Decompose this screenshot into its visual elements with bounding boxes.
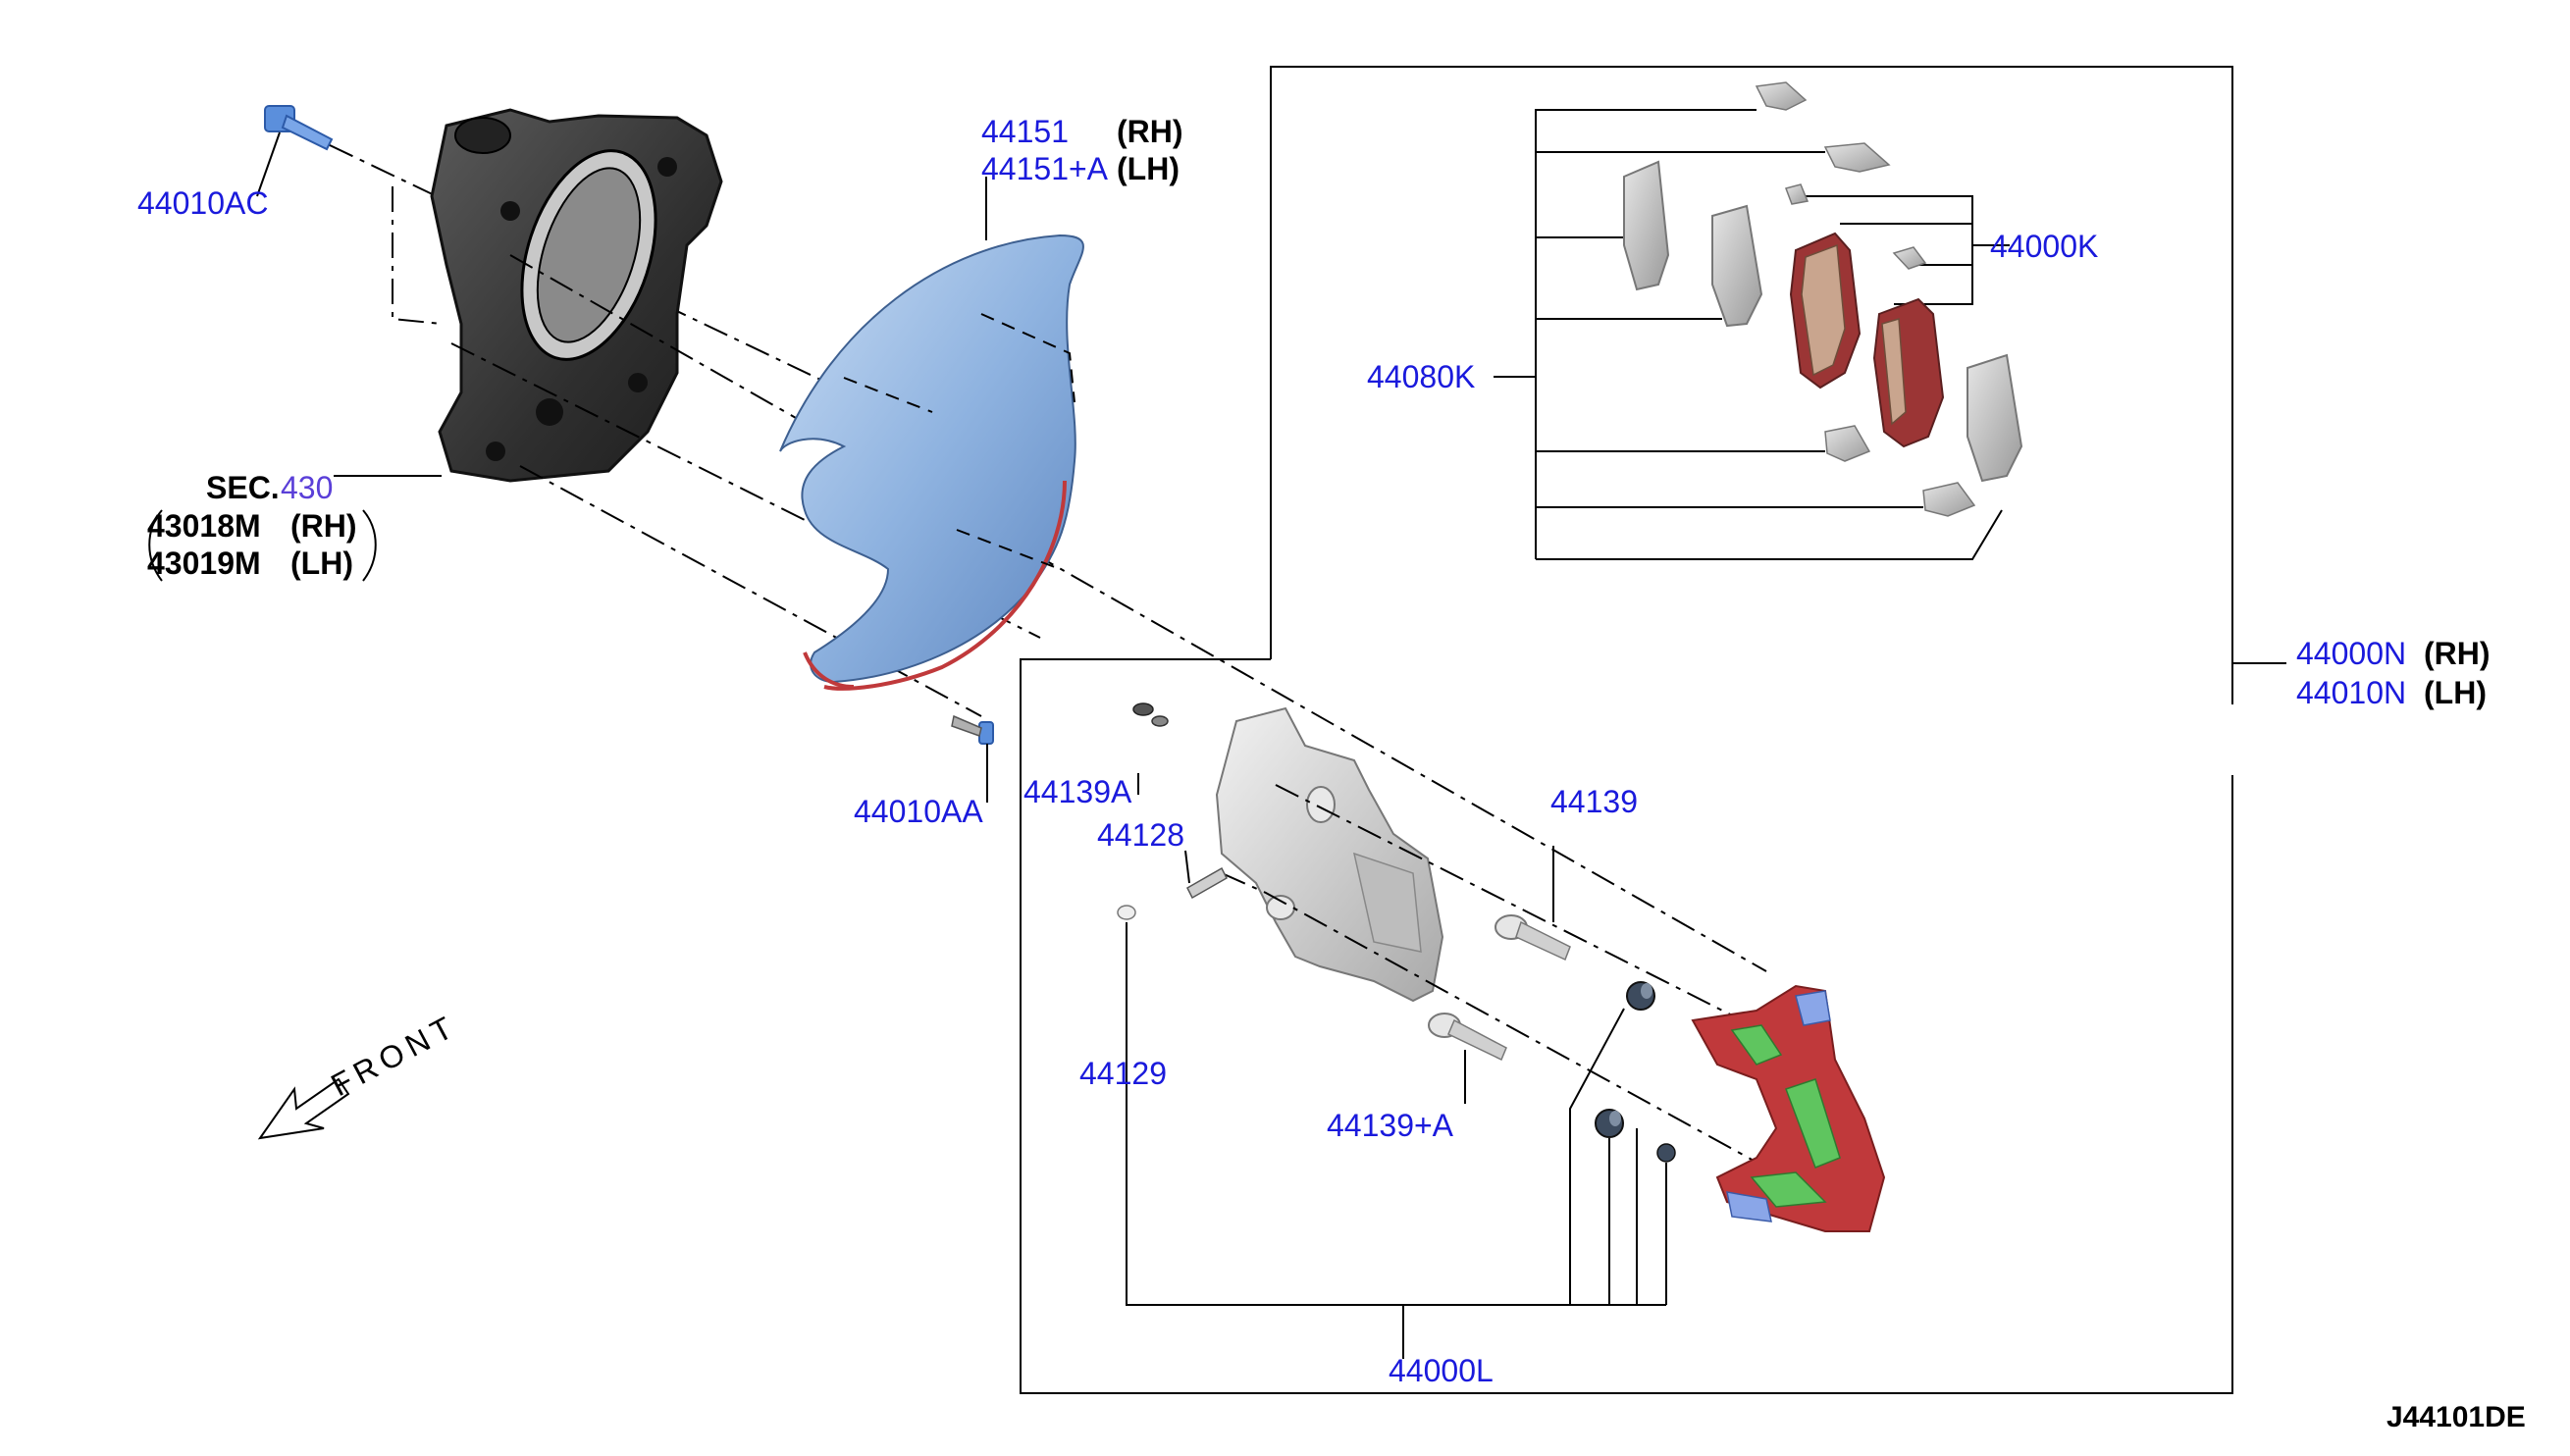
label-shield-rh: 44151 bbox=[981, 114, 1069, 149]
bolt-44010ac[interactable] bbox=[256, 105, 334, 197]
guide-pin-bolt-lower[interactable] bbox=[1428, 1013, 1507, 1062]
knuckle-axis-line-2 bbox=[519, 465, 982, 717]
knuckle-bracket-right bbox=[362, 509, 377, 582]
pin-boot-small-parts[interactable] bbox=[1132, 702, 1169, 727]
bleeder-cap[interactable] bbox=[1117, 905, 1136, 920]
label-shield-lh: 44151+A bbox=[981, 151, 1109, 186]
shield-guide-1 bbox=[980, 313, 1075, 403]
label-knuckle-lh: 43019M bbox=[147, 546, 261, 581]
pad-clip-5[interactable] bbox=[1824, 425, 1871, 462]
pad-clip-2[interactable] bbox=[1823, 142, 1891, 173]
guide-pin-bolt-upper[interactable] bbox=[1495, 914, 1571, 962]
pad-clip-3[interactable] bbox=[1785, 183, 1809, 205]
label-sec-prefix: SEC. bbox=[206, 470, 280, 505]
pin-boot-lower[interactable] bbox=[1595, 1109, 1624, 1138]
pad-shim-outer-2[interactable] bbox=[1711, 204, 1763, 328]
label-assy-rh-side: (RH) bbox=[2424, 636, 2491, 671]
label-assy-lh-side: (LH) bbox=[2424, 675, 2487, 710]
brake-pad-outer[interactable] bbox=[1789, 232, 1862, 390]
brake-pad-inner[interactable] bbox=[1872, 297, 1945, 448]
label-shield-rh-side: (RH) bbox=[1117, 114, 1183, 149]
pad-shim-inner[interactable] bbox=[1967, 353, 2023, 483]
bleeder-screw[interactable] bbox=[1186, 866, 1228, 900]
label-pin-bolt: 44139 bbox=[1550, 784, 1638, 819]
seal-kit-leaders bbox=[1402, 1008, 1667, 1359]
label-shim-kit: 44080K bbox=[1367, 359, 1475, 394]
label-sec-number: 430 bbox=[281, 470, 333, 505]
label-pad-kit: 44000K bbox=[1990, 229, 2098, 264]
shield-guide-3 bbox=[956, 529, 1061, 570]
brake-caliper[interactable] bbox=[1215, 706, 1444, 1003]
label-pin-boot: 44139A bbox=[1023, 774, 1132, 809]
label-pin-bolt-b: 44139+A bbox=[1327, 1108, 1454, 1143]
pin-boot-upper[interactable] bbox=[1626, 981, 1655, 1011]
label-diagram-code: J44101DE bbox=[2386, 1401, 2526, 1433]
label-knuckle-rh: 43018M bbox=[147, 508, 261, 544]
label-bleeder: 44128 bbox=[1097, 817, 1184, 853]
label-front: FRONT bbox=[325, 1008, 463, 1104]
label-cap: 44129 bbox=[1079, 1056, 1167, 1091]
knuckle-bracket-left bbox=[148, 509, 163, 582]
pad-shim-outer-1[interactable] bbox=[1623, 160, 1670, 291]
bolt-44010aa[interactable] bbox=[951, 714, 994, 803]
shield-guide-2 bbox=[843, 377, 933, 413]
label-shield-lh-side: (LH) bbox=[1117, 151, 1180, 186]
label-bolt-44010ac: 44010AC bbox=[137, 185, 268, 221]
dust-shield[interactable] bbox=[779, 234, 1084, 691]
pad-clip-1[interactable] bbox=[1755, 81, 1808, 111]
caliper-bracket[interactable] bbox=[1691, 984, 1886, 1232]
label-assy-lh: 44010N bbox=[2296, 675, 2406, 710]
pin-sleeve[interactable] bbox=[1656, 1143, 1676, 1163]
label-knuckle-lh-side: (LH) bbox=[290, 546, 353, 581]
knuckle-axis-line-1 bbox=[450, 342, 1041, 639]
label-assy-rh: 44000N bbox=[2296, 636, 2406, 671]
caliper-axis-lower bbox=[1221, 872, 1767, 1169]
label-knuckle-rh-side: (RH) bbox=[290, 508, 357, 544]
label-seal-kit: 44000L bbox=[1389, 1353, 1494, 1388]
label-bolt-44010aa: 44010AA bbox=[854, 794, 983, 829]
pad-clip-6[interactable] bbox=[1922, 482, 1976, 517]
steering-knuckle[interactable] bbox=[430, 108, 723, 483]
bleeder-leader bbox=[1184, 850, 1190, 884]
front-arrow bbox=[257, 1077, 350, 1140]
pad-clip-4[interactable] bbox=[1892, 246, 1927, 270]
main-axis-line bbox=[509, 254, 1767, 972]
assembly-frame bbox=[1020, 66, 2286, 1394]
seal-kit-leader-cap bbox=[1126, 922, 1658, 1306]
pad-kit-leaders bbox=[1494, 109, 2010, 560]
